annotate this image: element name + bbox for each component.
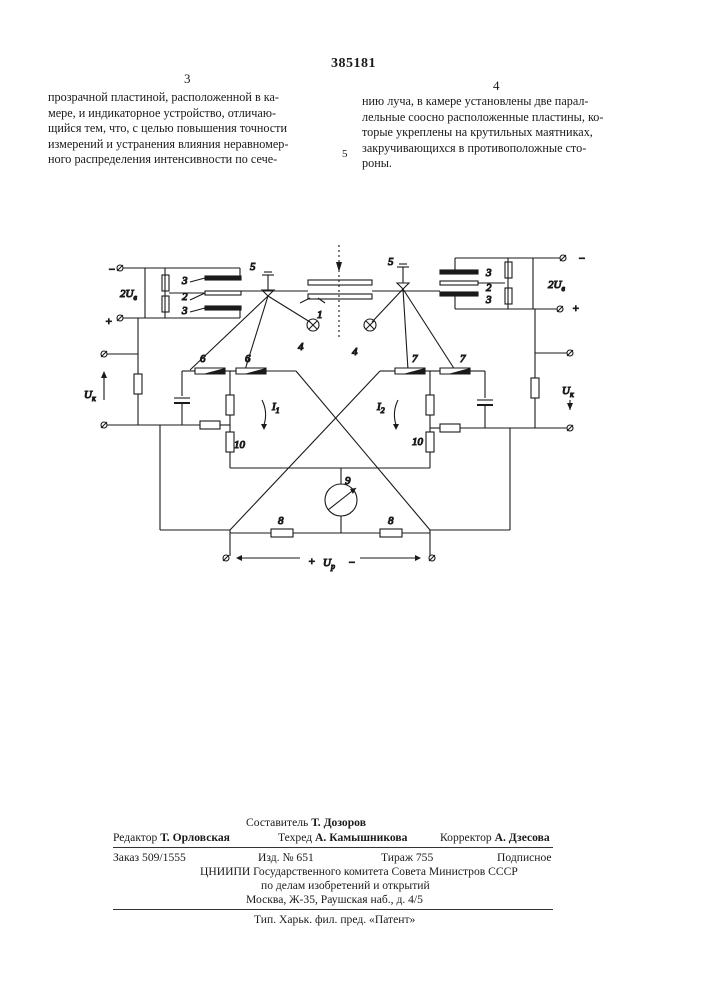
techred-label: Техред [278,831,312,844]
label-3: 3 [485,267,492,279]
printer-line: Тип. Харьк. фил. пред. «Патент» [254,913,415,927]
minus-right-label: − [578,253,585,265]
label-5: 5 [388,256,394,268]
u-k-left-label: Uк [84,389,96,403]
imprint-divider [113,909,553,910]
current-i2-label: I2 [376,401,385,415]
u-p-label: Uр [323,557,335,571]
torsion-pendulum-left [190,272,319,370]
label-3: 3 [181,275,188,287]
label-3: 3 [485,294,492,306]
org-line: по делам изобретений и открытий [261,879,430,893]
label-9: 9 [345,475,351,487]
compiler-name: Т. Дозоров [311,816,366,829]
imprint-divider [113,847,553,848]
torsion-pendulum-right [364,264,455,370]
techred-name: А. Камышникова [315,831,407,844]
label-4: 4 [298,341,304,353]
label-10: 10 [412,436,424,448]
subscription: Подписное [497,851,552,865]
plus-right-label: + [572,303,579,315]
techred-line: Техред А. Камышникова [278,831,407,845]
label-4: 4 [352,346,358,358]
bridge-circuit [223,371,435,561]
label-6: 6 [245,353,251,365]
minus-bottom-label: − [348,557,355,569]
editor-name: Т. Орловская [160,831,230,844]
label-8: 8 [388,515,394,527]
label-6: 6 [200,353,206,365]
label-7: 7 [460,353,466,365]
plus-bottom-label: + [308,556,315,568]
label-8: 8 [278,515,284,527]
print-run: Тираж 755 [381,851,433,865]
label-2: 2 [486,282,492,294]
editor-label: Редактор [113,831,157,844]
label-7: 7 [412,353,418,365]
org-line: ЦНИИПИ Государственного комитета Совета … [200,865,518,879]
label-3: 3 [181,305,188,317]
label-10: 10 [234,439,246,451]
edition-number: Изд. № 651 [258,851,314,865]
compiler-line: Составитель Т. Дозоров [246,816,366,830]
current-i1-label: I1 [271,401,280,415]
order-number: Заказ 509/1555 [113,851,186,865]
compiler-label: Составитель [246,816,308,829]
u-k-right-label: Uк [562,385,574,399]
u-b-left-label: 2Uв [120,288,137,302]
corrector-label: Корректор [440,831,492,844]
label-1: 1 [317,309,323,321]
label-2: 2 [182,291,188,303]
editor-line: Редактор Т. Орловская [113,831,230,845]
u-b-right-label: 2Uв [548,279,565,293]
corrector-name: А. Дзесова [495,831,550,844]
minus-left-label: − [108,264,115,276]
central-beam [240,245,440,340]
label-5: 5 [250,261,256,273]
plus-left-label: + [105,316,112,328]
corrector-line: Корректор А. Дзесова [440,831,550,845]
right-measurement-circuit [380,309,573,530]
org-address: Москва, Ж-35, Раушская наб., д. 4/5 [246,893,423,907]
